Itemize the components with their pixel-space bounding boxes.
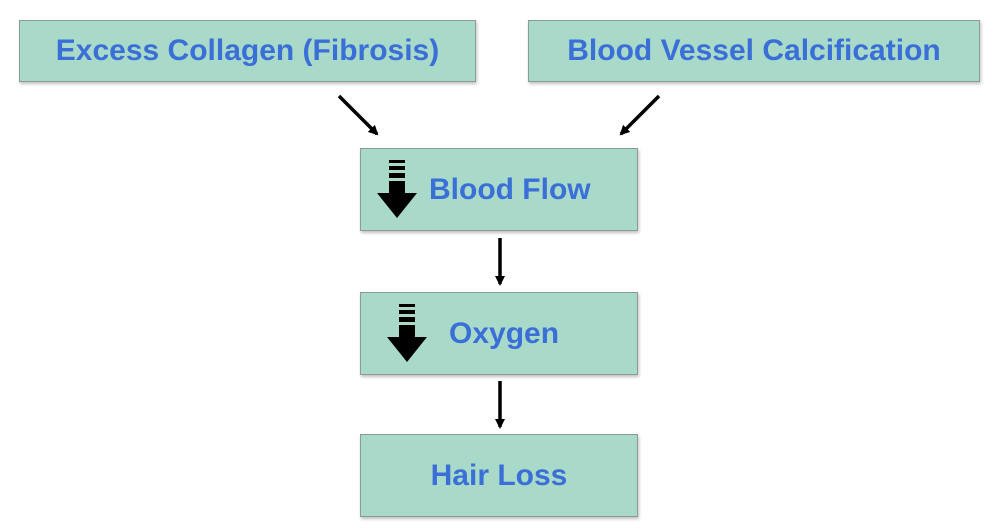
arrow-calcification-to-blood-flow [619,94,661,136]
decrease-arrow-icon [377,160,417,218]
decrease-arrow-icon [387,304,427,362]
node-blood-flow: Blood Flow [360,148,638,231]
node-label: Oxygen [449,316,560,350]
node-label: Blood Vessel Calcification [567,34,941,67]
node-hair-loss: Hair Loss [360,434,638,517]
node-excess-collagen-fibrosis: Excess Collagen (Fibrosis) [19,20,476,82]
arrow-fibrosis-to-blood-flow [337,94,379,136]
node-oxygen: Oxygen [360,292,638,375]
node-label: Excess Collagen (Fibrosis) [55,34,440,67]
node-label: Hair Loss [430,458,568,492]
node-blood-vessel-calcification: Blood Vessel Calcification [528,20,980,82]
node-label: Blood Flow [429,172,591,206]
